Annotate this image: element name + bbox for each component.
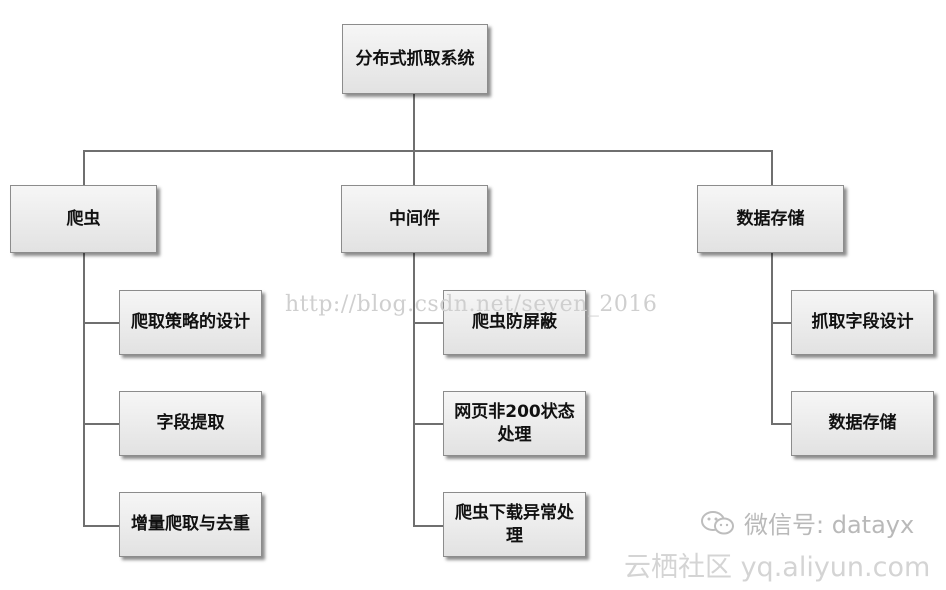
branch-node-crawler: 爬虫 <box>10 185 157 253</box>
connector-branch-1-child-0 <box>413 322 443 324</box>
connector-branch-2-trunk <box>771 253 773 425</box>
connector-to-branch-2 <box>771 150 773 185</box>
leaf-node-field-extraction: 字段提取 <box>119 391 262 456</box>
connector-branch-0-child-1 <box>83 423 119 425</box>
wechat-icon <box>700 509 736 537</box>
connector-branch-1-child-2 <box>413 525 443 527</box>
connector-to-branch-0 <box>83 150 85 185</box>
connector-branch-0-trunk <box>83 253 85 527</box>
connector-branch-0-child-0 <box>83 322 119 324</box>
connector-branch-2-child-0 <box>771 322 791 324</box>
leaf-node-crawl-strategy: 爬取策略的设计 <box>119 290 262 355</box>
connector-to-branch-1 <box>413 150 415 185</box>
site-watermark: 云栖社区 yq.aliyun.com <box>624 552 931 583</box>
connector-branch-2-child-1 <box>771 423 791 425</box>
wechat-id-text: 微信号: datayx <box>744 511 915 539</box>
connector-branch-1-child-1 <box>413 423 443 425</box>
leaf-node-incremental-dedup: 增量爬取与去重 <box>119 492 262 557</box>
connector-horizontal <box>83 150 772 152</box>
branch-node-storage: 数据存储 <box>697 185 844 253</box>
root-node: 分布式抓取系统 <box>342 24 488 94</box>
connector-branch-1-trunk <box>413 253 415 527</box>
leaf-node-data-storage: 数据存储 <box>791 391 934 456</box>
leaf-node-non-200-handling: 网页非200状态处理 <box>443 391 586 456</box>
leaf-node-download-exception: 爬虫下载异常处理 <box>443 492 586 557</box>
leaf-node-anti-block: 爬虫防屏蔽 <box>443 290 586 355</box>
connector-branch-0-child-2 <box>83 525 119 527</box>
url-watermark: http://blog.csdn.net/seven_2016 <box>285 292 658 317</box>
wechat-watermark: 微信号: datayx <box>700 505 914 540</box>
leaf-node-field-design: 抓取字段设计 <box>791 290 934 355</box>
connector-root-down <box>413 94 415 151</box>
branch-node-middleware: 中间件 <box>341 185 488 253</box>
